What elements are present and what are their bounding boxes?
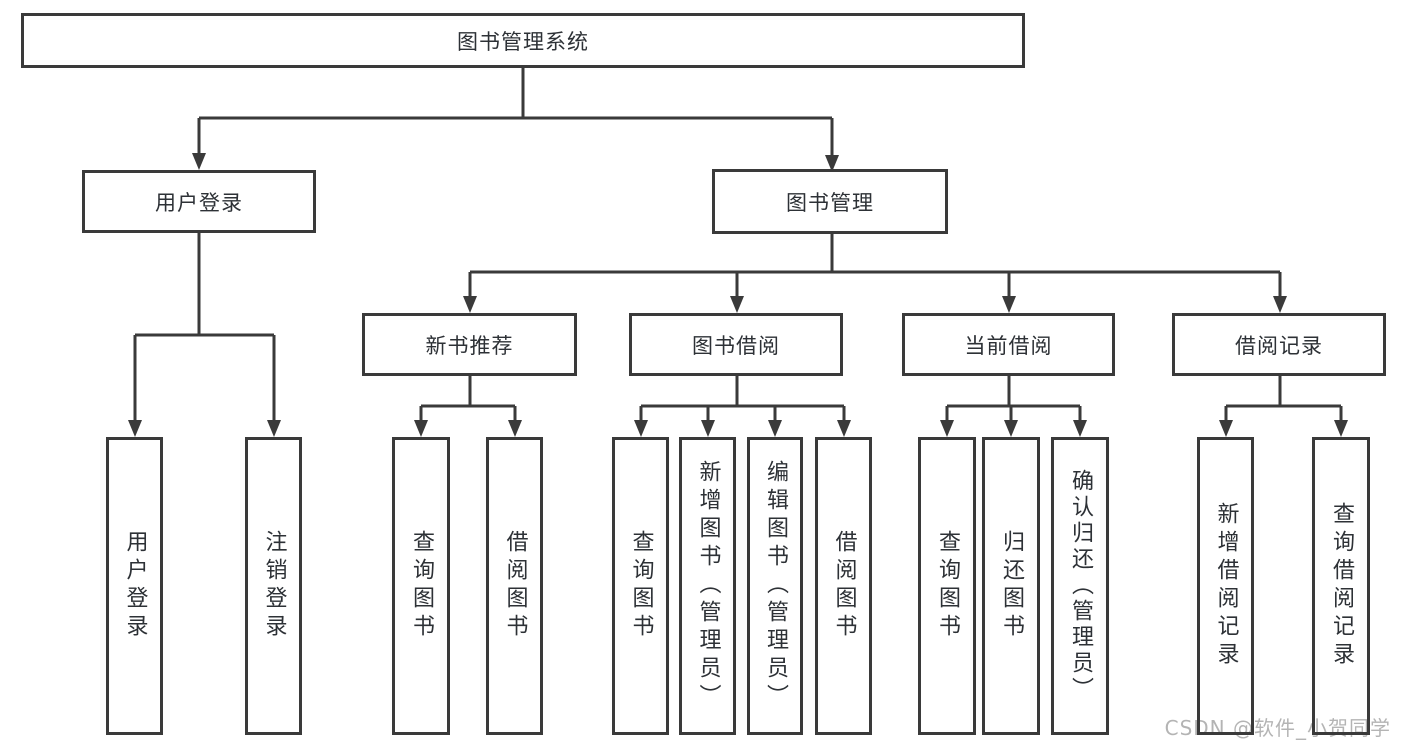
leaf-add-books-admin: 新增图书（管理员） <box>679 437 736 735</box>
node-user-login-module: 用户登录 <box>82 170 316 233</box>
leaf-confirm-return-admin: 确认归还（管理员） <box>1051 437 1109 735</box>
leaf-edit-books-admin: 编辑图书（管理员） <box>747 437 803 735</box>
node-label: 用户登录 <box>155 190 243 215</box>
node-label: 查询图书 <box>628 530 654 642</box>
leaf-borrow-books-borrowing: 借阅图书 <box>815 437 872 735</box>
leaf-add-borrow-record: 新增借阅记录 <box>1197 437 1254 735</box>
node-label: 新增借阅记录 <box>1213 502 1239 670</box>
leaf-return-books: 归还图书 <box>982 437 1040 735</box>
node-label: 当前借阅 <box>964 333 1053 358</box>
node-label: 查询借阅记录 <box>1329 502 1354 670</box>
node-label: 注销登录 <box>261 530 287 642</box>
leaf-logout: 注销登录 <box>245 437 302 735</box>
leaf-borrow-books-recommend: 借阅图书 <box>486 437 543 735</box>
node-current-borrowing: 当前借阅 <box>902 313 1115 376</box>
node-label: 借阅图书 <box>502 530 528 642</box>
leaf-query-books-current: 查询图书 <box>918 437 976 735</box>
node-book-borrowing: 图书借阅 <box>629 313 843 376</box>
node-label: 新增图书（管理员） <box>695 460 721 712</box>
node-label: 借阅图书 <box>831 530 857 642</box>
leaf-query-books-borrowing: 查询图书 <box>612 437 669 735</box>
node-system-root: 图书管理系统 <box>21 13 1025 68</box>
node-label: 查询图书 <box>935 530 960 642</box>
leaf-query-books-recommend: 查询图书 <box>392 437 450 735</box>
leaf-user-login: 用户登录 <box>106 437 163 735</box>
node-label: 图书借阅 <box>692 333 780 358</box>
csdn-watermark: CSDN @软件_小贺同学 <box>1164 716 1391 740</box>
node-label: 归还图书 <box>999 530 1024 642</box>
node-label: 新书推荐 <box>425 333 514 358</box>
node-label: 图书管理系统 <box>457 29 589 54</box>
node-label: 用户登录 <box>122 530 148 642</box>
node-borrowing-records: 借阅记录 <box>1172 313 1386 376</box>
node-new-book-recommend: 新书推荐 <box>362 313 577 376</box>
node-book-management-module: 图书管理 <box>712 169 948 234</box>
node-label: 借阅记录 <box>1235 333 1323 358</box>
node-label: 查询图书 <box>409 530 434 642</box>
node-label: 确认归还（管理员） <box>1068 469 1093 703</box>
node-label: 编辑图书（管理员） <box>763 460 788 712</box>
arrowheads <box>128 153 1348 437</box>
node-label: 图书管理 <box>786 190 874 215</box>
leaf-query-borrow-record: 查询借阅记录 <box>1312 437 1370 735</box>
